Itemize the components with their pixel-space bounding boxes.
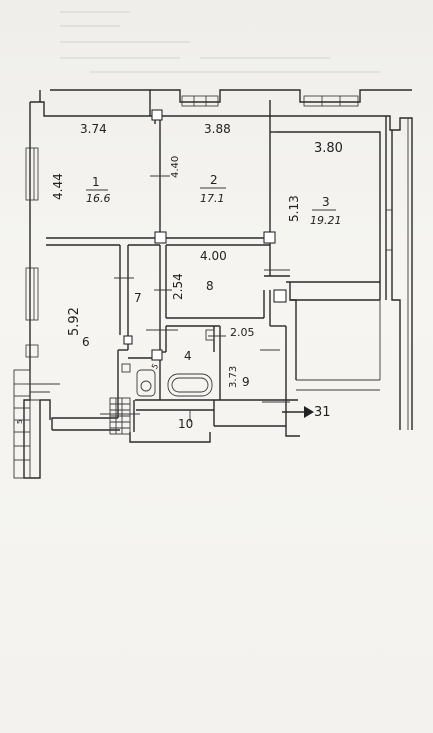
room-8-width: 4.00 <box>200 249 227 263</box>
hatched-block <box>109 397 131 435</box>
room-10-number: 10 <box>178 417 193 431</box>
stairs-left <box>13 369 50 479</box>
room-1-depth: 4.44 <box>51 173 65 200</box>
wall-ticks <box>38 175 290 422</box>
room-6-labels: 5.92 6 <box>67 307 90 349</box>
bleed-through-marks <box>60 11 380 73</box>
room-8-depth: 2.54 <box>171 273 185 300</box>
plumbing-fixtures <box>121 329 215 397</box>
room-8-labels: 4.00 8 2.54 <box>171 249 227 300</box>
room-8-number: 8 <box>206 279 214 293</box>
room-3-labels: 3.80 3 19.21 5.13 <box>287 141 343 227</box>
room-9-depth: 3.73 <box>228 366 239 388</box>
columns <box>123 109 287 361</box>
room-7-number: 7 <box>134 291 142 305</box>
room-2-depth: 4.40 <box>170 156 181 178</box>
bathtub <box>167 373 213 397</box>
room-3-width: 3.80 <box>314 141 343 156</box>
room-1-labels: 3.74 1 16.6 4.44 <box>51 122 111 205</box>
entry-mark-label: 31 <box>314 405 331 420</box>
room-5-number: 5 <box>150 362 160 371</box>
windows <box>25 95 393 358</box>
room-3-number: 3 <box>322 195 330 209</box>
room-6-depth: 5.92 <box>67 307 82 336</box>
room-9-number: 9 <box>242 375 250 389</box>
room-3-area: 19.21 <box>310 214 342 227</box>
room-9-labels: 2.05 3.73 9 <box>228 326 255 389</box>
room-2-width: 3.88 <box>204 122 231 136</box>
room-9-width: 2.05 <box>230 326 255 339</box>
room-2-labels: 3.88 2 17.1 4.40 <box>170 122 231 205</box>
stair-mark-label: 5 <box>16 420 24 424</box>
room-3-depth: 5.13 <box>287 195 301 222</box>
entry-arrow <box>282 406 314 418</box>
outer-walls <box>23 89 413 479</box>
room-1-number: 1 <box>92 175 100 189</box>
room-1-area: 16.6 <box>86 192 111 205</box>
room-6-number: 6 <box>82 335 90 349</box>
room-2-area: 17.1 <box>200 192 225 205</box>
room-2-number: 2 <box>210 173 218 187</box>
room-1-width: 3.74 <box>80 122 107 136</box>
room-4-number: 4 <box>184 349 192 363</box>
